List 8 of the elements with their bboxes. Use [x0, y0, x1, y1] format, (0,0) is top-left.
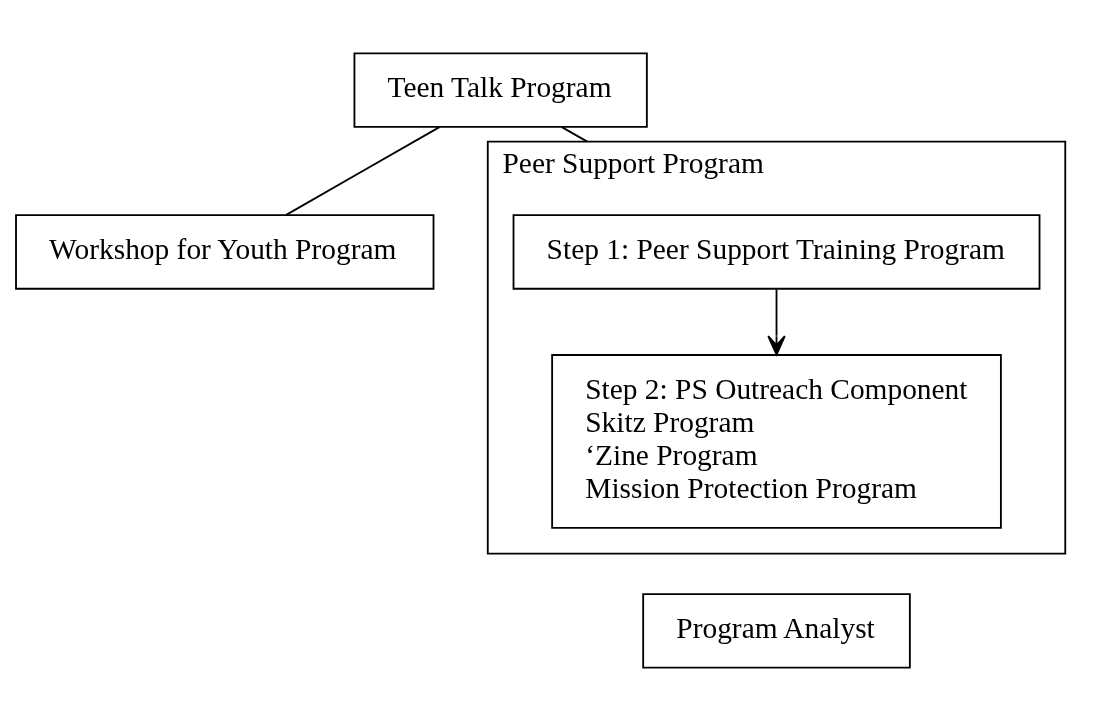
connector: [560, 126, 589, 143]
connector: [284, 126, 441, 217]
node-box: Teen Talk Program: [353, 52, 648, 128]
node-box: Step 1: Peer Support Training Program: [512, 214, 1041, 290]
node-box: Step 2: PS Outreach Component Skitz Program ‘Zine Program Mission Protection Program: [551, 354, 1002, 529]
node-box: Program Analyst: [642, 593, 911, 669]
arrow: [767, 288, 786, 356]
node-box: Workshop for Youth Program: [15, 214, 435, 290]
